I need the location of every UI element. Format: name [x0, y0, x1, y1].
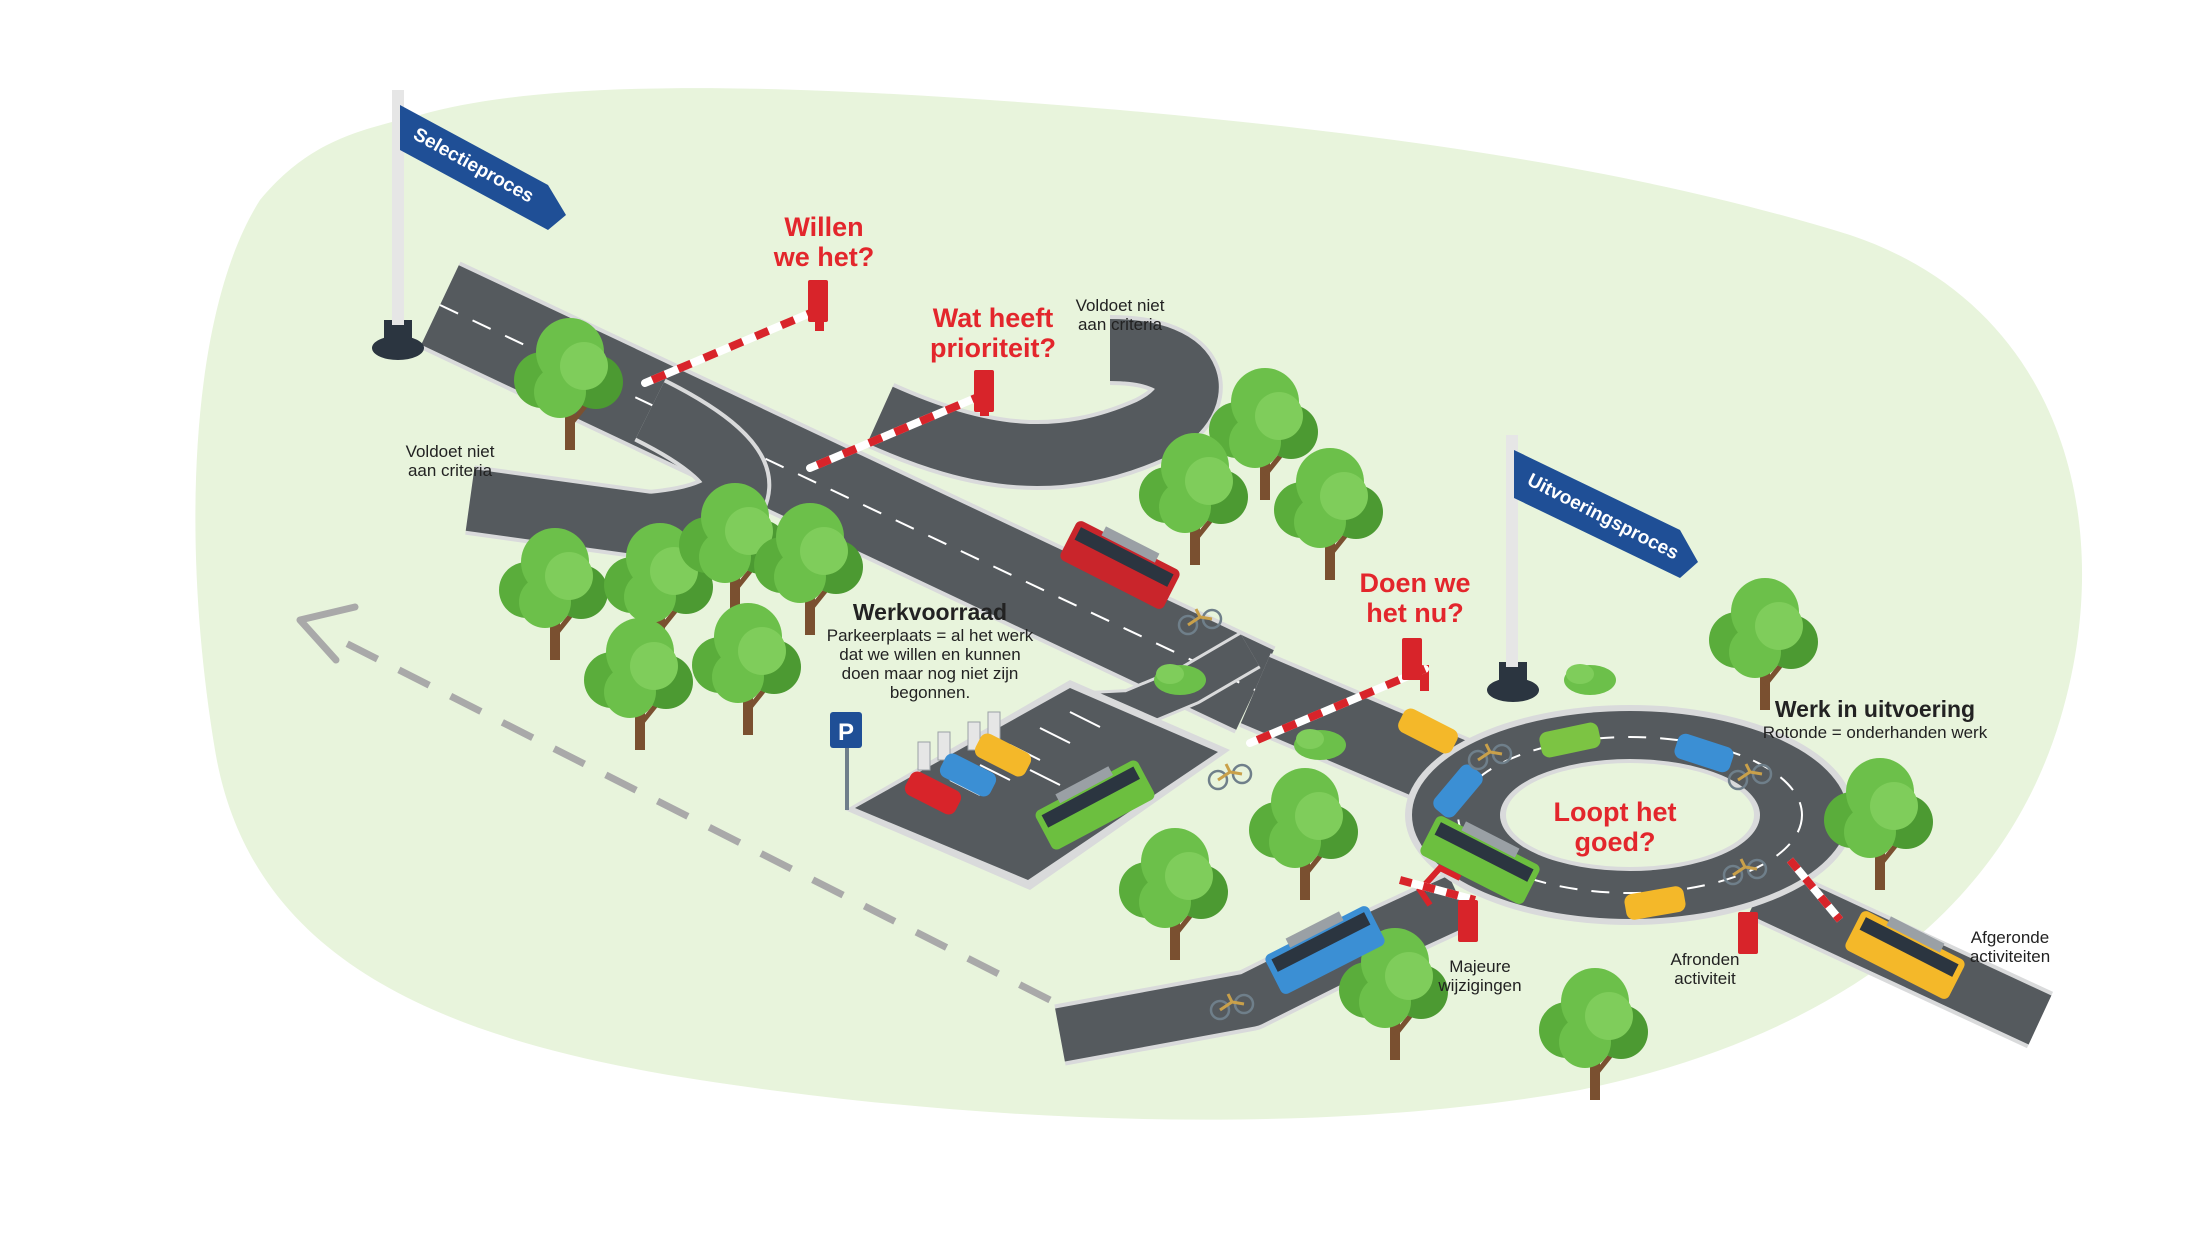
- flag-sign-uitvoering: [1487, 435, 1698, 702]
- werkvoorraad-title: Werkvoorraad: [852, 599, 1008, 625]
- question-doen: Doen we het nu?: [1359, 568, 1471, 629]
- label-afgeronde: Afgeronde activiteiten: [1969, 928, 2051, 967]
- car-icon: [904, 771, 962, 815]
- bus-icon: [1420, 816, 1540, 904]
- question-loopt: Loopt het goed?: [1553, 797, 1677, 858]
- werk-uitvoering-block: Werk in uitvoering Rotonde = onderhanden…: [1740, 696, 2010, 742]
- label-majeure: Majeure wijzigingen: [1438, 957, 1522, 996]
- bus-icon: [1845, 911, 1965, 999]
- werkvoorraad-block: Werkvoorraad Parkeerplaats = al het werk…: [810, 599, 1050, 702]
- dashed-arrow-icon: [296, 603, 1052, 1004]
- ticket-machine-icon: [808, 280, 1758, 954]
- car-icon: [1433, 764, 1483, 818]
- bus-icon: [1265, 906, 1385, 994]
- car-icon: [1624, 886, 1686, 920]
- bus-icon: [1060, 521, 1180, 609]
- car-icon: [939, 753, 997, 797]
- flag-sign-selectie: [372, 90, 566, 360]
- label-voldoet-left: Voldoet niet aan criteria: [405, 442, 495, 481]
- parking-sign-text: P: [838, 719, 854, 746]
- vehicles: [904, 521, 1965, 1021]
- label-afronden: Afronden activiteit: [1670, 950, 1740, 989]
- werk-uitvoering-title: Werk in uitvoering: [1774, 696, 1976, 722]
- bus-icon: [1035, 760, 1155, 850]
- car-icon: [1539, 722, 1601, 758]
- car-icon: [1398, 708, 1458, 754]
- question-prioriteit: Wat heeft prioriteit?: [930, 303, 1056, 364]
- car-icon: [1674, 733, 1734, 773]
- question-willen: Willen we het?: [773, 212, 875, 273]
- parking-sign-icon: P: [830, 712, 862, 810]
- label-voldoet-top: Voldoet niet aan criteria: [1075, 296, 1165, 335]
- car-icon: [974, 733, 1032, 777]
- barrier-gate-icon: [1398, 857, 1844, 923]
